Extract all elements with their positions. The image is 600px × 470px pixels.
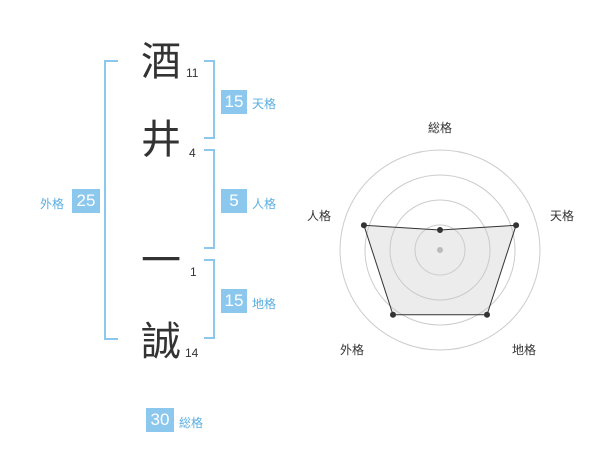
radar-area	[363, 224, 517, 316]
stroke-count-3: 1	[190, 265, 197, 279]
name-char-3: 一	[141, 238, 181, 284]
tenkaku-value: 15	[221, 90, 247, 114]
chikaku-label: 地格	[252, 297, 277, 311]
radar-ring-3	[364, 174, 516, 326]
stroke-count-2: 4	[189, 146, 196, 160]
jinkaku-label: 人格	[252, 197, 277, 211]
name-char-4: 誠	[141, 319, 181, 365]
name-char-2: 井	[141, 117, 181, 163]
tenkaku-bracket	[204, 60, 215, 139]
gaikaku-bracket	[104, 60, 118, 340]
radar-point-3	[484, 311, 491, 318]
radar-axis-label-5: 人格	[307, 208, 331, 223]
radar-ring-2	[389, 199, 491, 301]
radar-axis-label-1: 総格	[428, 120, 452, 135]
chikaku-value: 15	[221, 289, 247, 313]
jinkaku-value: 5	[221, 189, 247, 213]
soukaku-label: 総格	[179, 416, 204, 430]
chikaku-bracket	[204, 259, 215, 339]
radar-ring-1	[414, 224, 466, 276]
radar-center	[437, 247, 443, 253]
gaikaku-label: 外格	[40, 197, 65, 211]
radar-axis-label-4: 外格	[340, 342, 364, 357]
radar-ring-4	[339, 149, 541, 351]
name-char-1: 酒	[141, 39, 181, 85]
stroke-count-1: 11	[186, 66, 199, 80]
radar-point-5	[360, 222, 367, 229]
radar-axis-label-3: 地格	[512, 342, 536, 357]
gaikaku-value: 25	[72, 189, 100, 213]
radar-point-2	[513, 222, 520, 229]
radar-point-1	[437, 227, 443, 233]
jinkaku-bracket	[204, 149, 215, 249]
radar-axis-label-2: 天格	[550, 208, 574, 223]
stroke-count-4: 14	[185, 346, 199, 360]
radar-point-4	[389, 311, 396, 318]
soukaku-value: 30	[146, 408, 174, 432]
tenkaku-label: 天格	[252, 97, 277, 111]
